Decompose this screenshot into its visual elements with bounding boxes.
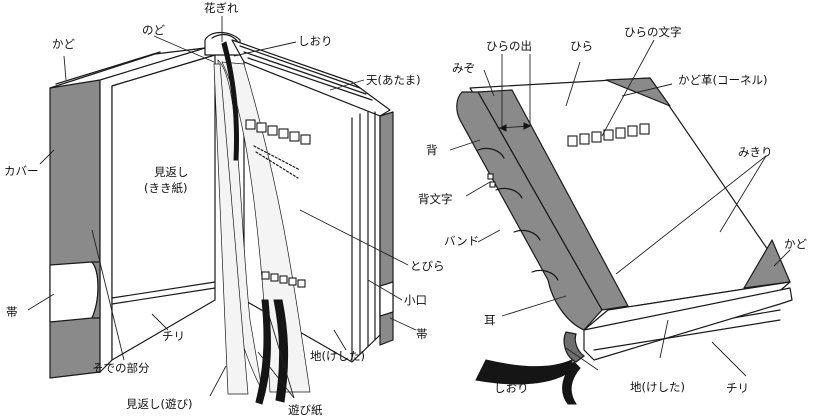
open-book-illustration xyxy=(49,31,394,405)
headcap-mimi xyxy=(563,331,585,363)
endpaper-page xyxy=(111,54,216,361)
label-mikiri: みきり xyxy=(738,145,773,159)
label-obi-right: 帯 xyxy=(416,327,428,341)
bottom-board xyxy=(583,287,793,361)
label-mikaeshi-kiki: 見返し (きき紙) xyxy=(144,165,192,195)
label-chi-left: 地(けした) xyxy=(310,349,365,363)
label-nodo: のど xyxy=(142,23,165,37)
imprint-boxes xyxy=(261,271,306,288)
title-boxes xyxy=(245,119,311,145)
label-kado-right: かど xyxy=(784,237,807,251)
left-leader-lines xyxy=(27,16,417,399)
label-hira-no-moji: ひらの文字 xyxy=(624,25,682,39)
label-band: バンド xyxy=(444,234,479,248)
label-chi-right: 地(けした) xyxy=(630,380,685,394)
label-se-moji: 背文字 xyxy=(418,192,453,206)
label-hira-no-de: ひらの出 xyxy=(486,39,532,53)
cover-title-boxes xyxy=(567,123,650,147)
label-chiri-right: チリ xyxy=(726,381,749,395)
ribbon-bookmark-right xyxy=(475,359,573,385)
label-hira: ひら xyxy=(570,39,593,53)
label-sode: そでの部分 xyxy=(92,361,150,375)
mikaeshi-asobi-page xyxy=(213,63,249,395)
label-asobi-gami: 遊び紙 xyxy=(288,403,323,417)
spine-title-marks xyxy=(487,173,496,188)
asobi-page xyxy=(221,61,311,393)
label-kado-gawa: かど革(コーネル) xyxy=(678,73,767,87)
text-block-top xyxy=(231,39,391,117)
obi-band-left xyxy=(49,261,99,323)
right-leader-lines xyxy=(449,39,791,377)
label-se: 背 xyxy=(426,143,438,157)
label-shiori-right: しおり xyxy=(494,381,529,395)
cover-panel xyxy=(49,79,101,379)
label-shiori-left: しおり xyxy=(298,34,333,48)
label-tobira: とびら xyxy=(410,259,445,273)
closed-book-illustration xyxy=(456,77,793,405)
ribbon-bookmark-left xyxy=(221,41,239,161)
label-mizo: みぞ xyxy=(452,61,475,75)
label-mimi: 耳 xyxy=(484,313,496,327)
label-ten: 天(あたま) xyxy=(366,73,421,87)
label-kado-left: かど xyxy=(52,37,75,51)
right-labels: ひらの出 ひら ひらの文字 みぞ かど革(コーネル) 背 みきり 背文字 かど … xyxy=(418,25,807,395)
label-mikaeshi-asobi: 見返し(遊び) xyxy=(126,397,192,411)
label-obi-left: 帯 xyxy=(6,305,18,319)
label-cover: カバー xyxy=(4,164,39,178)
left-labels: 花ぎれ かど のど しおり 天(あたま) カバー 見返し (きき紙) とびら 小… xyxy=(4,1,445,417)
spine-se xyxy=(456,91,603,331)
label-koguchi: 小口 xyxy=(404,293,427,307)
label-hanagire: 花ぎれ xyxy=(204,1,239,15)
label-chiri-left: チリ xyxy=(162,329,185,343)
